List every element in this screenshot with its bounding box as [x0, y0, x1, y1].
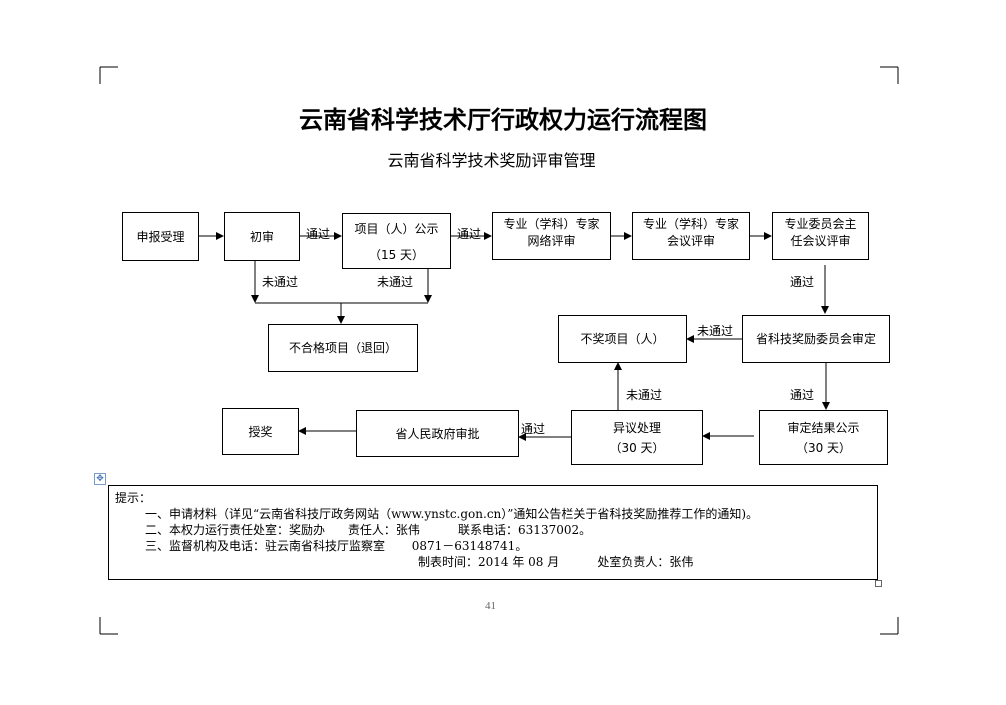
step-days: （30 天） — [795, 440, 852, 455]
step-label: 不合格项目（退回） — [288, 341, 397, 355]
step-label: 省科技奖励委员会审定 — [755, 332, 876, 346]
page-number: 41 — [485, 600, 496, 612]
step-committee: 省科技奖励委员会审定 — [742, 315, 890, 363]
step-label: 审定结果公示 — [787, 420, 860, 435]
step-label: 专业委员会主 — [784, 217, 857, 231]
fail-label: 未通过 — [377, 275, 414, 289]
corner-mark — [99, 66, 118, 84]
table-move-handle-icon[interactable]: ✥ — [94, 473, 106, 485]
notes-heading: 提示： — [115, 491, 152, 505]
step-label: 省人民政府审批 — [395, 426, 480, 441]
notes-line: 制表时间：2014 年 08 月 处室负责人：张伟 — [418, 555, 694, 569]
step-label: 任会议评审 — [790, 234, 851, 248]
pass-label: 通过 — [457, 227, 482, 241]
pass-label: 通过 — [521, 422, 546, 436]
pass-label: 通过 — [306, 227, 331, 241]
step-label: 不奖项目（人） — [580, 332, 665, 346]
step-label: 项目（人）公示 — [354, 222, 439, 236]
corner-mark — [880, 66, 899, 84]
fail-label: 未通过 — [626, 388, 663, 402]
corner-mark — [99, 617, 118, 635]
step-initial-review: 初审 — [224, 212, 300, 261]
step-award: 授奖 — [222, 408, 299, 455]
step-label: 专业（学科）专家 — [642, 217, 739, 231]
notes-line: 三、监督机构及电话：驻云南省科技厅监察室 0871－63148741。 — [145, 539, 528, 553]
fail-label: 未通过 — [697, 324, 734, 338]
step-director-review: 专业委员会主任会议评审 — [772, 212, 869, 260]
step-apply: 申报受理 — [122, 212, 199, 261]
notes-line: 二、本权力运行责任处室：奖励办 责任人：张伟 联系电话：63137002。 — [145, 523, 592, 537]
step-label: 授奖 — [248, 424, 273, 439]
pass-label: 通过 — [790, 388, 815, 402]
table-resize-handle[interactable] — [875, 580, 882, 587]
pass-label: 通过 — [790, 275, 815, 289]
page-subtitle: 云南省科学技术奖励评审管理 — [387, 151, 596, 170]
step-days: （15 天） — [368, 248, 425, 262]
corner-mark — [880, 617, 899, 635]
step-unqualified: 不合格项目（退回） — [268, 324, 418, 372]
step-no-award: 不奖项目（人） — [558, 315, 687, 363]
step-meeting-review: 专业（学科）专家会议评审 — [632, 212, 750, 260]
step-label: 网络评审 — [527, 234, 576, 248]
notes-box: 提示： 一、申请材料（详见“云南省科技厅政务网站（www.ynstc.gon.c… — [108, 485, 878, 580]
fail-label: 未通过 — [262, 275, 299, 289]
notes-line: 一、申请材料（详见“云南省科技厅政务网站（www.ynstc.gon.cn）”通… — [145, 507, 759, 521]
step-days: （30 天） — [609, 440, 665, 455]
step-label: 专业（学科）专家 — [503, 217, 600, 231]
step-label: 异议处理 — [612, 420, 661, 435]
page-title: 云南省科学技术厅行政权力运行流程图 — [299, 106, 707, 134]
step-gov-approval: 省人民政府审批 — [356, 410, 519, 457]
step-network-review: 专业（学科）专家网络评审 — [492, 212, 611, 260]
step-publicity: 项目（人）公示 （15 天） — [342, 213, 451, 269]
step-result-publicity: 审定结果公示 （30 天） — [759, 410, 888, 465]
step-label: 会议评审 — [666, 234, 715, 248]
step-label: 申报受理 — [136, 229, 185, 244]
step-objection: 异议处理 （30 天） — [571, 410, 703, 465]
step-label: 初审 — [249, 229, 274, 244]
